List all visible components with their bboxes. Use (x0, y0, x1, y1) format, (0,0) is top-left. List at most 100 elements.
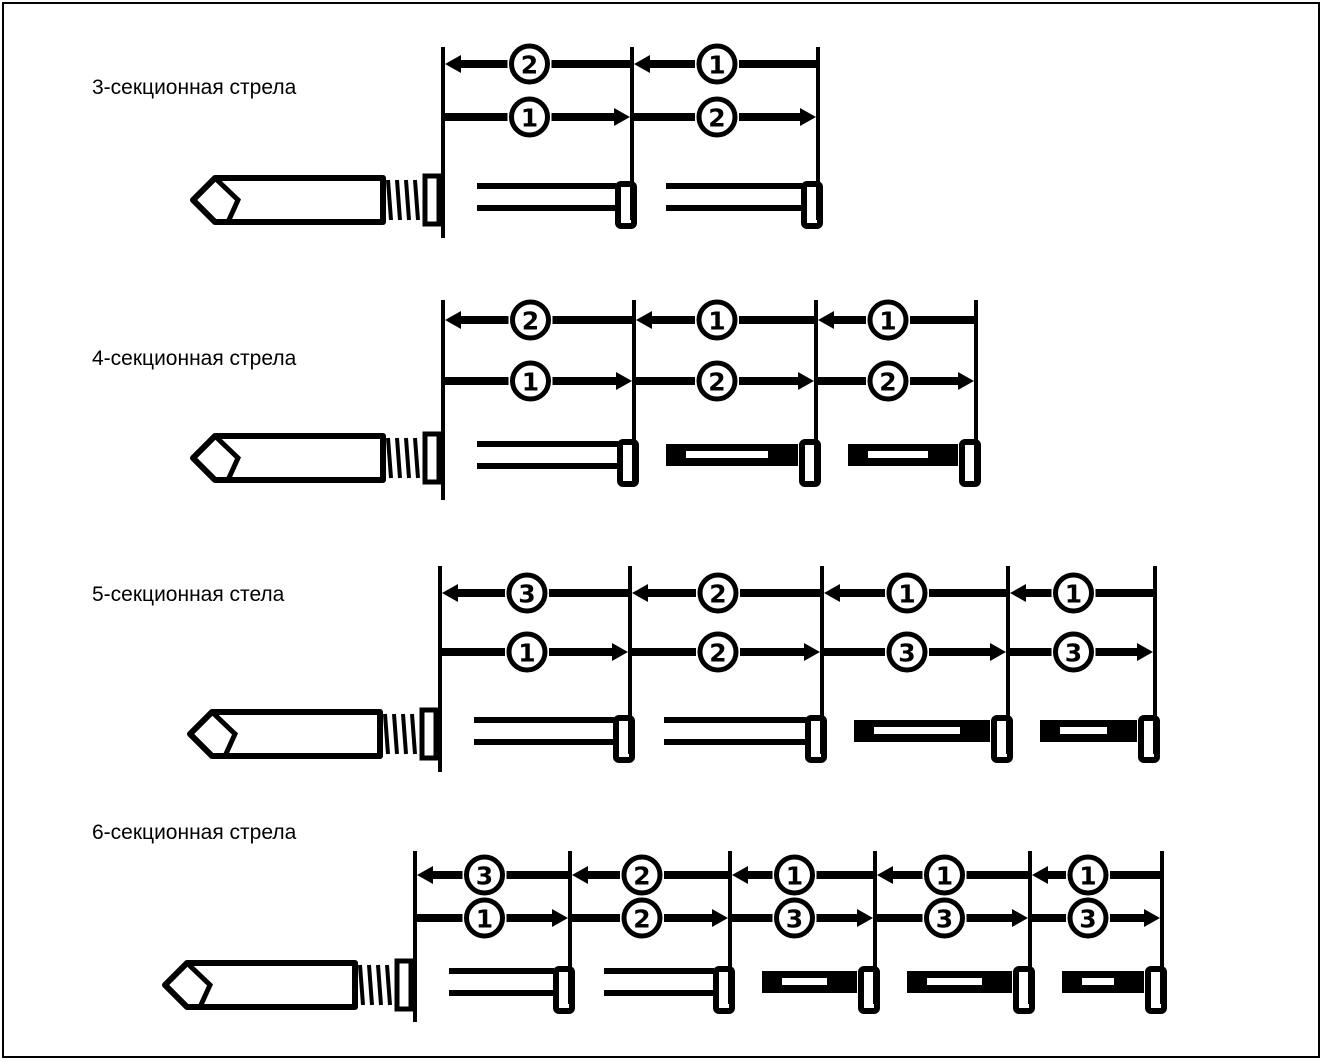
sequence-step-circle (464, 854, 505, 896)
sequence-step-circle (696, 299, 738, 341)
boom-section-highlight (1082, 978, 1114, 985)
boom-6-section-label: 6-секционная стрела (92, 821, 297, 844)
sequence-step-circle (1067, 897, 1109, 939)
retract-step-number: 1 (708, 51, 725, 80)
extend-arrow-head (800, 108, 816, 126)
sequence-step-circle (510, 299, 551, 341)
boom-collar-thread (401, 713, 408, 755)
retract-step-number: 1 (1079, 862, 1096, 891)
extend-arrow-head (612, 643, 628, 661)
sequence-step-circle (509, 43, 550, 85)
boom-collar-thread (392, 713, 399, 755)
boom-base-section (187, 709, 383, 759)
retract-step-number: 1 (1065, 580, 1082, 609)
boom-collar-thread (404, 437, 411, 479)
sequence-step-circle (621, 854, 663, 896)
boom-collar-thread (367, 964, 374, 1006)
sequence-step-circle (697, 572, 739, 614)
boom-section-head (805, 715, 827, 763)
boom-section-head (801, 181, 823, 229)
boom-collar (419, 707, 439, 761)
extend-step-number: 2 (879, 368, 896, 397)
retract-step-number: 1 (786, 862, 803, 891)
retract-arrow-head (417, 866, 433, 884)
sequence-step-circle (506, 631, 548, 673)
sequence-step-circle (867, 299, 909, 341)
boom-collar-thread (386, 437, 393, 479)
boom-section-highlight (868, 451, 928, 458)
retract-arrow-head (636, 311, 652, 329)
retract-arrow-head (632, 584, 648, 602)
extend-arrow-head (1137, 643, 1153, 661)
boom-section-head (991, 715, 1013, 763)
boom-section-head (615, 181, 637, 229)
boom-section-highlight (686, 451, 768, 458)
extend-arrow-head (712, 909, 728, 927)
boom-collar-thread (395, 179, 402, 221)
boom-section-head (1013, 966, 1035, 1014)
retract-arrow-head (732, 866, 748, 884)
retract-step-number: 2 (709, 580, 726, 609)
extend-step-number: 2 (633, 905, 650, 934)
retract-step-number: 2 (633, 862, 650, 891)
retract-arrow-head (572, 866, 588, 884)
extend-step-number: 2 (708, 368, 725, 397)
sequence-step-circle (509, 96, 550, 138)
boom-section-highlight (782, 978, 827, 985)
extend-step-number: 2 (708, 104, 725, 133)
extend-step-number: 2 (709, 639, 726, 668)
extend-arrow-head (990, 643, 1006, 661)
boom-collar-thread (413, 179, 420, 221)
boom-4-section-label: 4-секционная стрела (92, 347, 297, 370)
boom-section-highlight (927, 978, 982, 985)
extend-arrow-head (1012, 909, 1028, 927)
boom-section-head (553, 966, 575, 1014)
extend-step-number: 3 (936, 905, 953, 934)
boom-section-highlight (874, 727, 960, 734)
extend-arrow-head (857, 909, 873, 927)
boom-collar-thread (386, 179, 393, 221)
boom-section-highlight (1060, 727, 1107, 734)
sequence-step-circle (696, 43, 738, 85)
retract-arrow-head (634, 55, 650, 73)
sequence-step-circle (1053, 572, 1094, 614)
sequence-step-circle (774, 897, 815, 939)
sequence-step-circle (886, 572, 928, 614)
sequence-step-circle (924, 854, 965, 896)
boom-base-section (162, 960, 358, 1010)
boom-collar (422, 431, 442, 485)
boom-3-section-label: 3-секционная стрела (92, 76, 297, 99)
retract-step-number: 2 (522, 307, 539, 336)
retract-step-number: 1 (898, 580, 915, 609)
boom-collar-thread (395, 437, 402, 479)
sequence-step-circle (774, 854, 815, 896)
retract-arrow-head (824, 584, 840, 602)
extend-step-number: 3 (786, 905, 803, 934)
extend-arrow-head (804, 643, 820, 661)
sequence-step-circle (697, 631, 739, 673)
retract-arrow-head (442, 584, 458, 602)
retract-step-number: 1 (879, 307, 896, 336)
boom-section-head (799, 439, 821, 487)
retract-step-number: 2 (521, 51, 538, 80)
sequence-step-circle (621, 897, 663, 939)
boom-collar-thread (376, 964, 383, 1006)
extend-step-number: 3 (1079, 905, 1096, 934)
boom-collar-thread (410, 713, 417, 755)
boom-collar-thread (385, 964, 392, 1006)
boom-collar (422, 173, 442, 227)
boom-collar (394, 958, 414, 1012)
sequence-step-circle (1053, 631, 1094, 673)
extend-step-number: 3 (1065, 639, 1082, 668)
sequence-step-circle (696, 96, 738, 138)
boom-base-notch (185, 961, 214, 1009)
extend-arrow-head (958, 372, 974, 390)
sequence-step-circle (464, 897, 505, 939)
boom-section-head (617, 439, 639, 487)
boom-base-notch (213, 434, 242, 482)
